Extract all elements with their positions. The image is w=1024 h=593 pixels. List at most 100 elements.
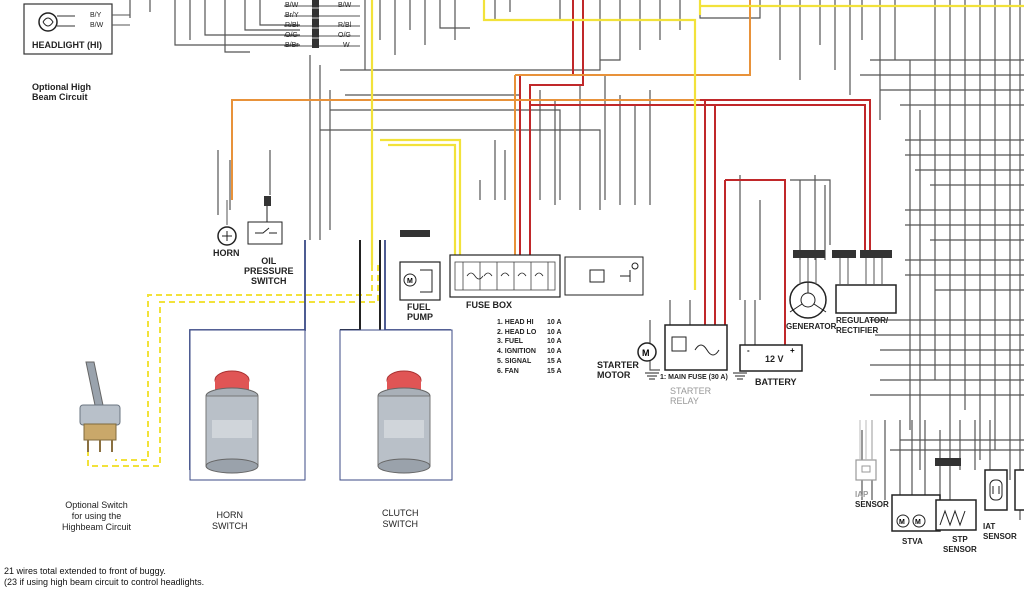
svg-text:-: - [747,346,750,355]
oil-line-2: PRESSURE [244,266,294,276]
regulator-symbol [832,250,897,314]
fuse-name: 6. FAN [497,367,519,375]
orange-wires [231,0,751,255]
conn-code-1: B/W [285,2,299,9]
fuel-pump-line-1: FUEL [407,302,431,312]
starter-motor-label: STARTER MOTOR [597,360,639,380]
iap-sensor-symbol [855,420,877,481]
regulator-line-1: REGULATOR/ [836,316,889,325]
fuse-name: 3. FUEL [497,338,524,346]
fuse-name: 5. SIGNAL [497,357,532,365]
optional-circuit-label: Optional High Beam Circuit [32,82,91,102]
iat-line-2: SENSOR [983,532,1017,541]
conn-code-5: B/Br [285,42,299,49]
clutch-switch-label: CLUTCH SWITCH [382,508,419,530]
headlight-label: HEADLIGHT (HI) [32,40,102,50]
stp-line-1: STP [952,535,968,544]
generator-symbol [789,250,827,319]
stva-label: STVA [902,537,923,546]
fuse-box-symbol [449,254,644,298]
starter-relay-label: STARTER RELAY [670,386,711,406]
clutch-switch-line-2: SWITCH [382,519,419,529]
clutch-button-image [339,329,453,481]
svg-text:M: M [899,519,905,526]
clutch-switch-line-1: CLUTCH [382,508,419,518]
stp-sensor-symbol [935,458,977,531]
svg-text:M: M [407,278,413,285]
conn-right-code-5: W [343,42,350,49]
headlight-wire-code-2: B/W [90,22,104,29]
fuel-pump-symbol: M [399,230,441,301]
conn-right-code-1: B/W [338,2,352,9]
svg-text:M: M [915,519,921,526]
conn-right-code-3: R/Bl [338,22,352,29]
regulator-label: REGULATOR/ RECTIFIER [836,316,888,336]
fuse-name: 1. HEAD HI [497,319,534,326]
dashed-yellow-wires [87,265,379,467]
optional-switch-line-3: Highbeam Circuit [62,522,132,532]
starter-motor-line-1: STARTER [597,360,639,370]
starter-motor-line-2: MOTOR [597,370,631,380]
conn-code-2: Br/Y [285,12,299,19]
fuse-rating: 15 A [547,357,562,365]
optional-switch-label: Optional Switch for using the Highbeam C… [62,500,131,533]
wires-note: 21 wires total extended to front of bugg… [4,566,204,588]
battery-label: BATTERY [755,377,797,387]
fuse-row: 1. HEAD HI 10 A [497,318,562,328]
oil-line-1: OIL [261,256,277,266]
iap-sensor-label: IAP SENSOR [855,490,889,510]
fuse-name: 2. HEAD LO [497,328,537,336]
iap-line-2: SENSOR [855,500,889,509]
stp-line-2: SENSOR [943,545,977,554]
headlight-wire-code-1: B/Y [90,12,102,19]
starter-symbols: M [637,300,756,371]
fuel-pump-line-2: PUMP [407,312,434,322]
stp-sensor-label: STP SENSOR [943,535,977,555]
fuse-box-label: FUSE BOX [466,300,513,310]
horn-label: HORN [213,248,240,258]
iat-line-1: IAT [983,522,996,531]
optional-circuit-line-2: Beam Circuit [32,92,88,102]
starter-relay-line-2: RELAY [670,396,699,406]
headlight-box [23,3,130,55]
horn-symbol [217,200,237,246]
horn-switch-label: HORN SWITCH [212,510,248,532]
toggle-switch-image [79,361,121,452]
battery-voltage: 12 V [765,354,784,364]
yellow-wires [370,0,1024,290]
horn-switch-line-2: SWITCH [212,521,248,531]
oil-pressure-label: OIL PRESSURE SWITCH [244,256,294,286]
optional-circuit-line-1: Optional High [32,82,91,92]
note-line-2: (23 if using high beam circuit to contro… [4,577,205,587]
generator-label: GENERATOR [786,322,837,331]
ground-symbols [645,372,747,380]
fuel-pump-label: FUEL PUMP [407,302,433,322]
top-connector [284,0,360,48]
conn-code-3: R/Bl [285,22,299,29]
stva-symbol: M M [891,494,941,532]
optional-switch-line-2: for using the [71,511,122,521]
conn-code-4: O/G [285,32,298,39]
svg-text:+: + [790,346,795,355]
fuse-rating: 10 A [547,319,562,326]
battery-symbol: - + [739,344,803,372]
note-line-1: 21 wires total extended to front of bugg… [4,566,166,576]
svg-text:M: M [642,348,650,358]
oil-line-3: SWITCH [251,276,287,286]
fuse-row: 5. SIGNAL 15 A [497,357,562,367]
main-fuse-label: 1: MAIN FUSE (30 A) [660,374,728,381]
optional-switch-line-1: Optional Switch [65,500,128,510]
iat-sensor-label: IAT SENSOR [983,522,1017,542]
horn-button-image [189,329,306,481]
iap-line-1: IAP [855,490,869,499]
starter-relay-line-1: STARTER [670,386,712,396]
iat-sensor-symbol [984,469,1024,511]
oil-pressure-switch-symbol [247,196,283,245]
